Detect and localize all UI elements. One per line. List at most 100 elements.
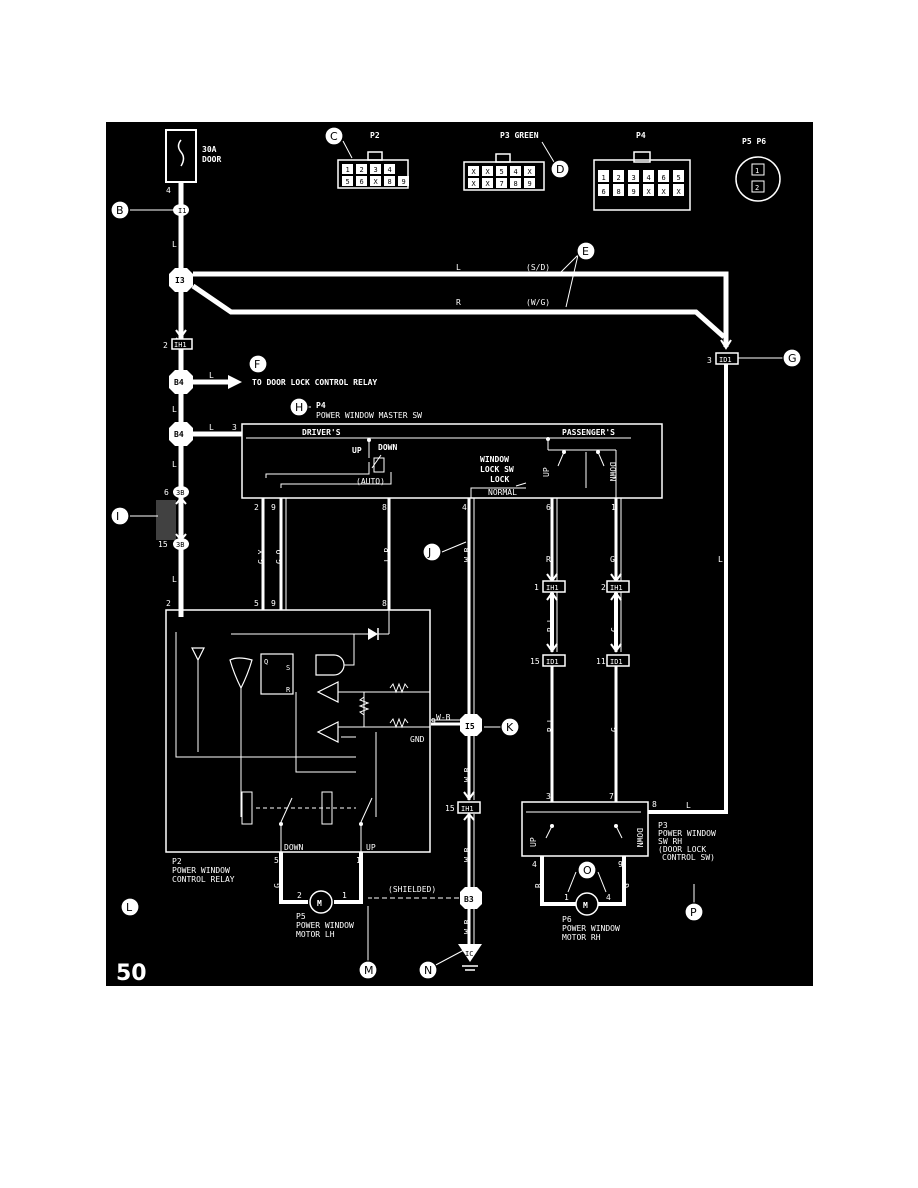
svg-text:NORMAL: NORMAL: [488, 488, 517, 497]
svg-text:DOWN: DOWN: [608, 462, 617, 481]
svg-text:2: 2: [166, 599, 171, 608]
master-switch-p4: P4 POWER WINDOW MASTER SW DRIVER'S PASSE…: [241, 401, 663, 512]
svg-text:G-Y: G-Y: [257, 549, 266, 564]
connector-pin-label: X: [677, 188, 682, 196]
wire-color-l-1: L: [172, 240, 177, 249]
connector-pin-label: 7: [500, 180, 504, 188]
svg-text:R: R: [546, 555, 551, 564]
connector-pin: [510, 166, 521, 176]
svg-text:P5 P6: P5 P6: [742, 137, 766, 146]
svg-text:GND: GND: [410, 735, 425, 744]
svg-text:15: 15: [158, 540, 168, 549]
callout-d: [550, 159, 570, 179]
callout-h: [289, 397, 309, 417]
svg-text:ID1: ID1: [546, 658, 559, 666]
callout-letter: D: [556, 163, 564, 176]
to-door-lock-label: TO DOOR LOCK CONTROL RELAY: [252, 378, 377, 387]
callout-letter: L: [126, 901, 133, 914]
motor-icon-lh: [309, 890, 333, 914]
connector-pin: [468, 178, 479, 188]
svg-text:G: G: [622, 883, 631, 888]
svg-text:ID1: ID1: [719, 356, 732, 364]
callout-p: [684, 902, 704, 922]
wire-color-l-3: L: [172, 460, 177, 469]
connector-pin: [384, 164, 395, 174]
connector-pin-label: 3: [374, 166, 378, 174]
svg-text:1: 1: [611, 503, 616, 512]
svg-text:UP: UP: [529, 837, 538, 847]
svg-text:G-O: G-O: [275, 549, 284, 564]
svg-text:LOCK SW: LOCK SW: [480, 465, 514, 474]
connector-pin: [628, 170, 639, 182]
connector-pin-label: 5: [346, 178, 350, 186]
svg-text:MOTOR LH: MOTOR LH: [296, 930, 335, 939]
svg-text:WINDOW: WINDOW: [480, 455, 509, 464]
connector-pin: [398, 176, 409, 186]
svg-text:POWER WINDOW: POWER WINDOW: [296, 921, 354, 930]
connector-pin-label: X: [528, 168, 533, 176]
connector-pin: [673, 184, 684, 196]
junction-b4-1: B4 L TO DOOR LOCK CONTROL RELAY: [169, 370, 377, 394]
diagram-background: [106, 122, 813, 986]
connector-pin-label: X: [374, 178, 379, 186]
motor-lh-p5: M G 2 1 P5 POWER WINDOW MOTOR LH (SHIELD…: [273, 852, 460, 957]
svg-text:B3: B3: [464, 895, 474, 904]
connector-pin: [468, 166, 479, 176]
connector-pin: [643, 184, 654, 196]
resistor-icon-3: [358, 696, 370, 716]
connector-pin: [658, 170, 669, 182]
svg-text:LOCK: LOCK: [490, 475, 509, 484]
connector-pin-label: 9: [402, 178, 406, 186]
callout-j: [422, 542, 442, 562]
svg-text:UP: UP: [366, 843, 376, 852]
svg-text:3: 3: [707, 356, 712, 365]
shaded-area: [156, 500, 176, 540]
svg-text:6: 6: [546, 503, 551, 512]
page-number: 50: [116, 961, 147, 986]
svg-text:(SHIELDED): (SHIELDED): [388, 885, 436, 894]
connector-pin: [356, 176, 367, 186]
connector-pin: [384, 176, 395, 186]
wire-color-l-4: L: [172, 575, 177, 584]
callout-letter: G: [788, 352, 797, 365]
callout-k: [500, 717, 520, 737]
connector-pin: [370, 176, 381, 186]
connector-ih1-5: [542, 580, 566, 593]
svg-text:L: L: [209, 423, 214, 432]
svg-text:P3 GREEN: P3 GREEN: [500, 131, 539, 140]
svg-text:8: 8: [652, 800, 657, 809]
connector-pin-label: 4: [514, 168, 518, 176]
master-sw-title: POWER WINDOW MASTER SW: [316, 411, 422, 420]
connector-pin-label: 5: [500, 168, 504, 176]
svg-text:DOWN: DOWN: [378, 443, 397, 452]
svg-text:(AUTO): (AUTO): [356, 477, 385, 486]
svg-text:Q: Q: [264, 658, 268, 666]
callout-m: [358, 960, 378, 980]
svg-text:L-R: L-R: [383, 547, 392, 562]
callout-letter: H: [295, 401, 303, 414]
svg-text:IC: IC: [465, 950, 473, 958]
svg-text:DRIVER'S: DRIVER'S: [302, 428, 341, 437]
switch-rh-p3: 3 7 8 L UP DOWN P3 POWER WINDOW SW RH (D…: [521, 792, 728, 869]
svg-text:(DOOR LOCK: (DOOR LOCK: [658, 845, 706, 854]
junction-i3: I3: [169, 268, 193, 292]
svg-text:ID1: ID1: [610, 658, 623, 666]
svg-text:9: 9: [618, 860, 623, 869]
svg-text:15: 15: [530, 657, 540, 666]
svg-text:W-B: W-B: [463, 919, 472, 934]
connector-pin-label: 9: [528, 180, 532, 188]
connector-pin-label: 1: [602, 174, 606, 182]
flip-flop: [260, 653, 294, 695]
svg-text:IH1: IH1: [546, 584, 559, 592]
svg-text:9: 9: [431, 717, 436, 726]
svg-text:W-B: W-B: [463, 847, 472, 862]
connector-pin-label: 4: [388, 166, 392, 174]
connector-pin-label: 8: [514, 180, 518, 188]
svg-text:5: 5: [254, 599, 259, 608]
svg-text:4: 4: [606, 893, 611, 902]
svg-text:P2: P2: [370, 131, 380, 140]
connector-pin: [643, 170, 654, 182]
svg-text:POWER WINDOW: POWER WINDOW: [172, 866, 230, 875]
